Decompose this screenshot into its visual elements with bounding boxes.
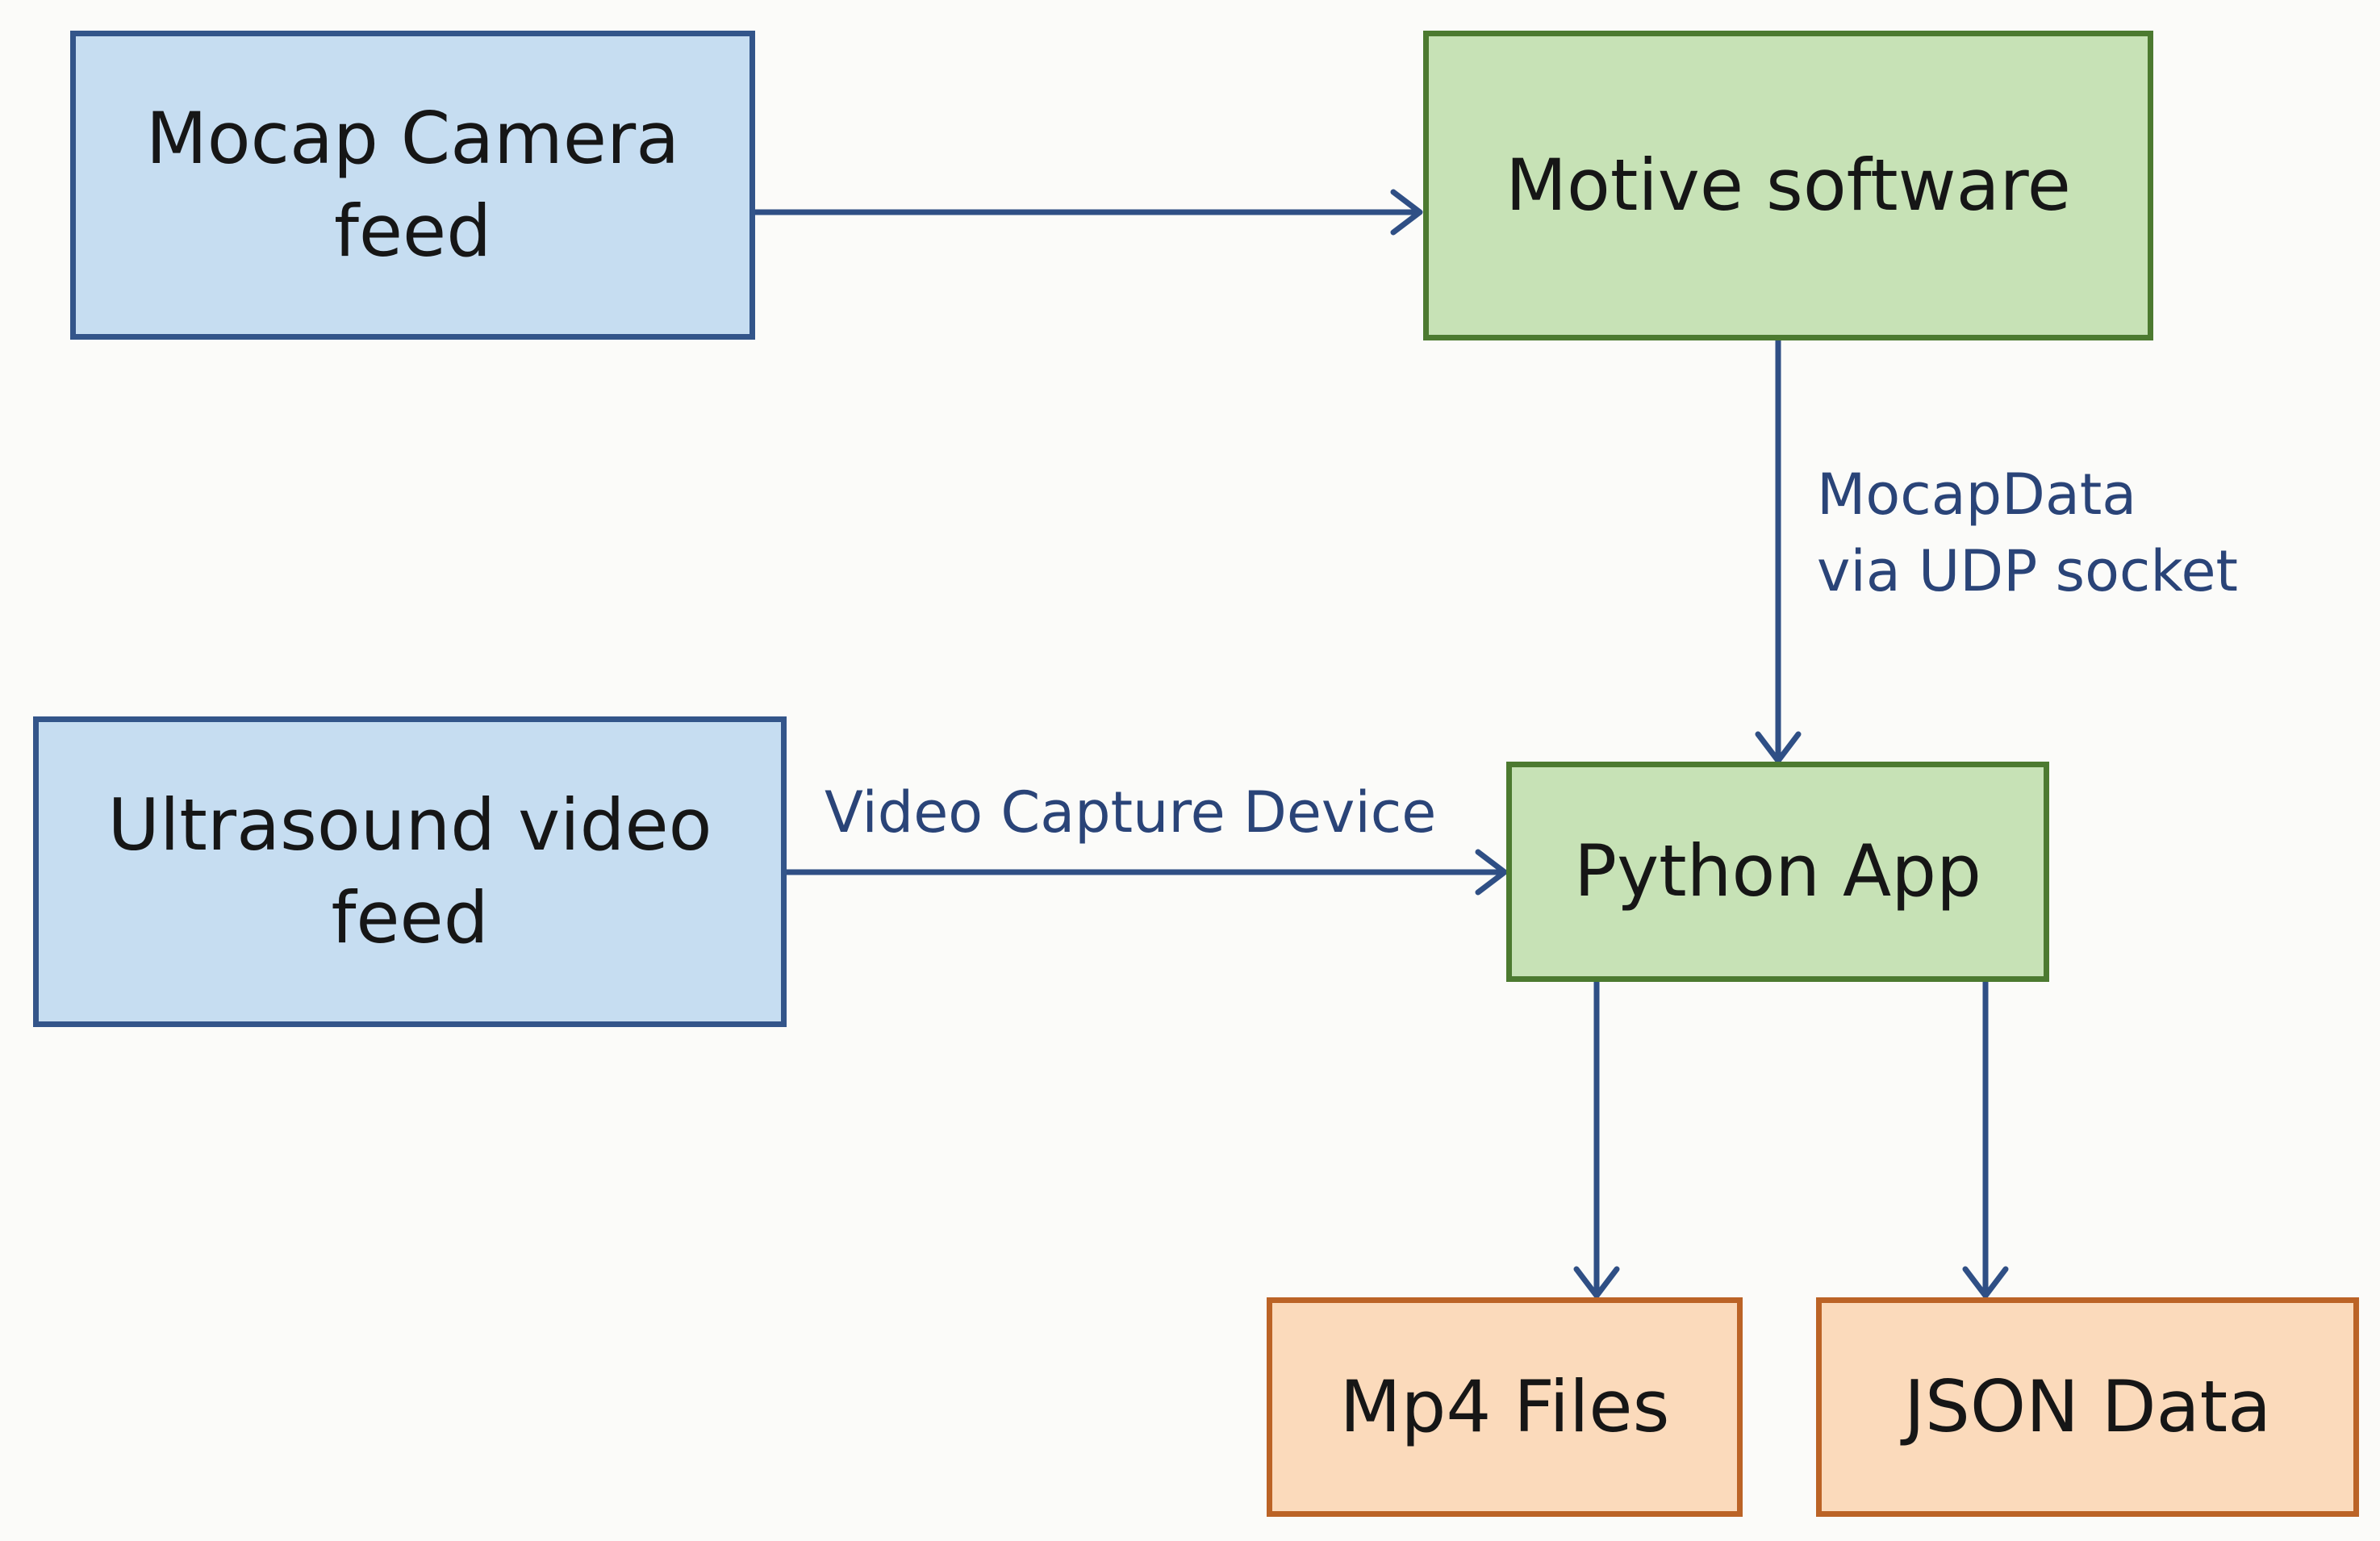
node-ultrasound-video-feed: Ultrasound video feed xyxy=(33,716,787,1027)
edge-label-udp-line1: MocapData xyxy=(1817,461,2137,528)
node-json-data: JSON Data xyxy=(1816,1297,2359,1517)
arrowhead-icon xyxy=(1573,1266,1620,1299)
edge-label-udp: MocapData via UDP socket xyxy=(1817,457,2238,609)
edge-python-to-json xyxy=(1962,979,2009,1299)
edge-label-udp-line2: via UDP socket xyxy=(1817,537,2238,604)
arrowhead-icon xyxy=(1962,1266,2009,1299)
edge-ultrasound-to-python xyxy=(783,849,1508,896)
edge-mocap-to-motive xyxy=(752,189,1423,236)
node-mocap-camera-feed: Mocap Camera feed xyxy=(70,31,755,340)
node-mp4-files: Mp4 Files xyxy=(1267,1297,1743,1517)
edge-label-video-capture: Video Capture Device xyxy=(825,779,1437,846)
edge-motive-to-python xyxy=(1755,337,1802,764)
arrowhead-icon xyxy=(1475,849,1508,896)
arrowhead-icon xyxy=(1390,189,1423,236)
edge-python-to-mp4 xyxy=(1573,979,1620,1299)
node-motive-software: Motive software xyxy=(1423,31,2153,340)
node-python-app: Python App xyxy=(1506,762,2049,982)
arrowhead-icon xyxy=(1755,731,1802,764)
